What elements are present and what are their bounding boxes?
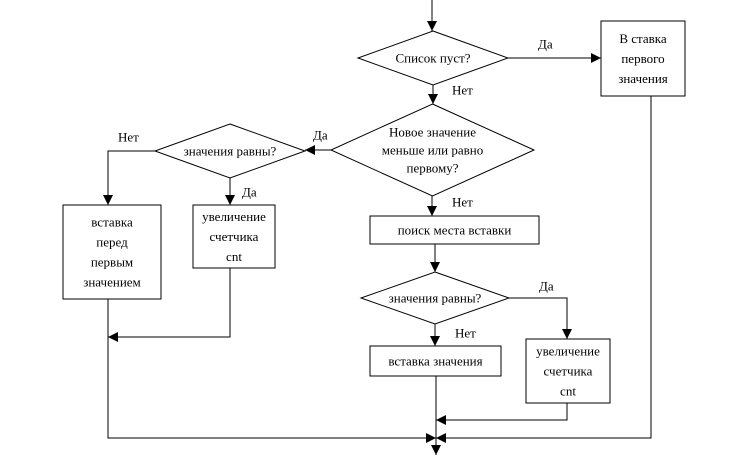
node-text-line: В ставка [619,31,667,46]
node-d-new: Новое значение меньше или равно первому? [329,103,536,197]
edge-insert-down [431,376,441,455]
node-text-line: вставка значения [388,354,482,369]
edge-empty-no [428,85,438,104]
edge-insert-before-out [107,299,436,443]
arrowhead-icon [305,145,315,155]
node-text-line: Новое значение [389,125,476,140]
process-box [600,20,686,97]
arrowhead-icon [436,433,446,443]
node-text-line: поиск места вставки [398,223,512,238]
node-text-line: вставка [91,215,133,230]
node-b-inc-left: увеличение счетчика cnt [192,204,276,269]
arrowhead-icon [428,94,438,104]
edge-empty-yes [508,53,601,63]
edge-entry [427,0,437,31]
edge-eq-right-yes [509,297,572,339]
node-text-line: значения равны? [184,144,277,159]
decision-diamond [153,123,307,179]
connector-line [509,297,568,339]
edge-inc-right-out [436,403,568,425]
edge-label-new-yes: Да [313,128,328,143]
edge-new-yes [305,145,331,155]
node-d-empty: Список пуст? [356,30,510,86]
node-b-inc-right: увеличение счетчика cnt [525,338,611,404]
node-text-line: Список пуст? [395,51,470,66]
node-b-first: В ставка первого значения [600,20,686,97]
node-b-search: поиск места вставки [369,215,540,245]
node-text-line: значением [83,275,141,290]
node-b-insert: вставка значения [369,345,502,377]
node-d-eq-left: значения равны? [153,123,307,179]
node-text-line: увеличение [536,344,600,359]
edge-label-new-no: Нет [452,195,473,210]
nodes: Список пуст? В ставка первого значенияНовое… [62,20,686,404]
edge-label-eq-left-no: Нет [118,130,139,145]
node-text-line: cnt [560,384,576,399]
connector-line [108,268,231,338]
node-text-line: счетчика [544,364,593,379]
node-text-line: первому? [406,161,458,176]
node-text-line: cnt [226,249,242,264]
edge-new-no [427,196,437,216]
process-box [192,204,276,269]
edge-label-eq-right-no: Нет [455,326,476,341]
connector-line [107,150,155,205]
connectors [103,0,652,455]
decision-diamond [359,271,511,325]
arrowhead-icon [427,21,437,31]
node-text-line: меньше или равно [382,143,483,158]
arrowhead-icon [427,206,437,216]
connector-line [436,403,568,421]
node-text-line: первым [91,255,133,270]
edge-eq-left-yes [225,178,235,205]
edge-label-eq-left-yes: Да [242,185,257,200]
arrowhead-icon [103,195,113,205]
edge-eq-right-no [430,324,440,346]
arrowhead-icon [225,195,235,205]
node-text-line: первого [621,51,664,66]
process-box [369,215,540,245]
edge-inc-left-out [108,268,231,342]
arrowhead-icon [562,329,572,339]
edge-label-empty-no: Нет [452,83,473,98]
edge-label-empty-yes: Да [538,37,553,52]
arrowhead-icon [591,53,601,63]
decision-diamond [356,30,510,86]
node-text-line: счетчика [210,229,259,244]
edge-search-out [430,244,440,272]
edge-first-out [436,96,652,443]
connector-line [436,96,652,439]
arrowhead-icon [108,332,118,342]
node-text-line: увеличение [202,209,266,224]
process-box [525,338,611,404]
arrowhead-icon [426,433,436,443]
process-box [62,204,162,300]
process-box [369,345,502,377]
node-text-line: перед [96,235,128,250]
arrowhead-icon [436,415,446,425]
arrowhead-icon [430,336,440,346]
arrowhead-icon [431,445,441,455]
decision-diamond [329,103,536,197]
node-text-line: значения [618,71,668,86]
arrowhead-icon [430,262,440,272]
node-d-eq-right: значения равны? [359,271,511,325]
node-text-line: значения равны? [389,291,482,306]
edge-eq-left-no [103,150,155,205]
node-b-insert-before: вставка перед первым значением [62,204,162,300]
edge-label-eq-right-yes: Да [539,279,554,294]
connector-line [107,299,436,439]
